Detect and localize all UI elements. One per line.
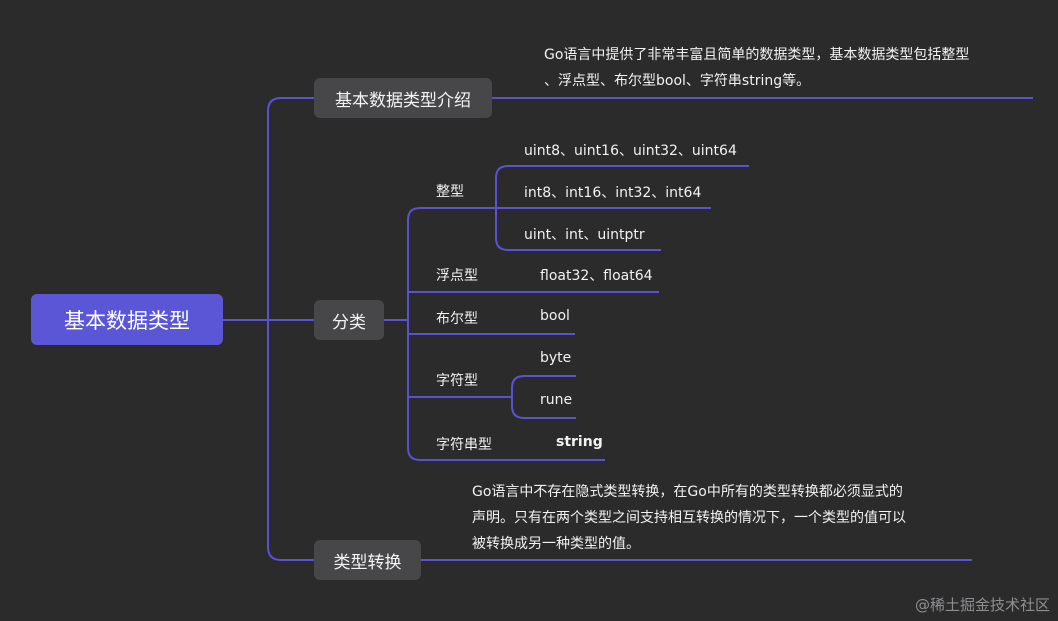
intro-note-line2: 、浮点型、布尔型bool、字符串string等。 (544, 73, 811, 89)
connector-character-trunk (511, 375, 525, 419)
integer-item-unsigned-sized[interactable]: uint8、uint16、uint32、uint64 (524, 143, 737, 159)
integer-item-signed-sized[interactable]: int8、int16、int32、int64 (524, 185, 702, 201)
branch-conversion-label: 类型转换 (333, 552, 402, 573)
boolean-label[interactable]: 布尔型 (436, 311, 478, 327)
string-item[interactable]: string (556, 434, 603, 450)
character-item-byte[interactable]: byte (540, 350, 572, 366)
boolean-item[interactable]: bool (540, 308, 570, 324)
branch-category-node[interactable]: 分类 (314, 300, 384, 340)
branch-conversion-node[interactable]: 类型转换 (314, 540, 421, 580)
root-node[interactable]: 基本数据类型 (31, 294, 223, 345)
integer-item-platform[interactable]: uint、int、uintptr (524, 227, 645, 243)
float-item[interactable]: float32、float64 (540, 268, 653, 284)
conversion-note-line1: Go语言中不存在隐式类型转换，在Go中所有的类型转换都必须显式的 (472, 484, 903, 500)
intro-note-line1: Go语言中提供了非常丰富且简单的数据类型，基本数据类型包括整型 (544, 47, 970, 63)
conversion-note-line2: 声明。只有在两个类型之间支持相互转换的情况下，一个类型的值可以 (472, 510, 906, 526)
branch-intro-label: 基本数据类型介绍 (335, 90, 471, 111)
branch-category-label: 分类 (332, 312, 366, 333)
root-label: 基本数据类型 (64, 308, 190, 333)
conversion-note-line3: 被转换成另一种类型的值。 (472, 536, 640, 552)
character-item-rune[interactable]: rune (540, 392, 573, 408)
string-label[interactable]: 字符串型 (436, 437, 492, 453)
branch-intro-node[interactable]: 基本数据类型介绍 (314, 78, 492, 118)
conversion-note: Go语言中不存在隐式类型转换，在Go中所有的类型转换都必须显式的 声明。只有在两… (472, 479, 906, 557)
connector-trunk (267, 97, 282, 561)
integer-label[interactable]: 整型 (436, 184, 464, 200)
watermark: @稀土掘金技术社区 (914, 596, 1050, 614)
intro-note: Go语言中提供了非常丰富且简单的数据类型，基本数据类型包括整型 、浮点型、布尔型… (544, 42, 969, 94)
character-label[interactable]: 字符型 (436, 373, 478, 389)
float-label[interactable]: 浮点型 (436, 268, 478, 284)
